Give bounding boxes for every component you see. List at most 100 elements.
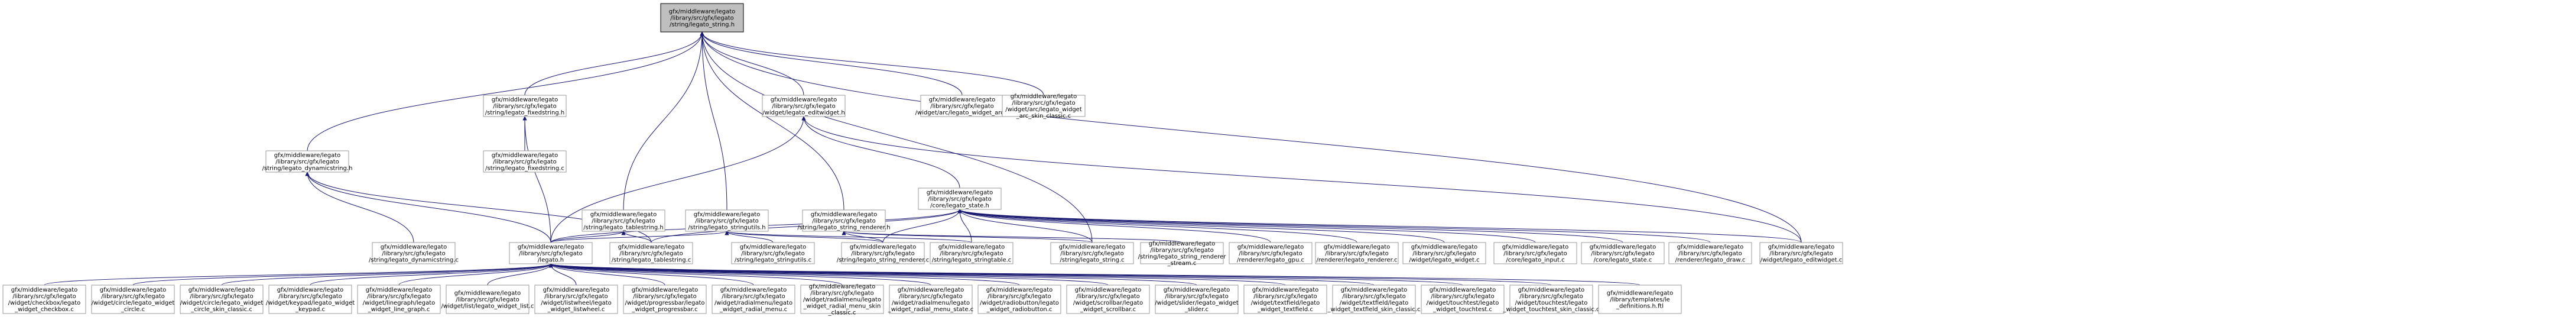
node-label-line: gfx/middleware/legato xyxy=(1607,290,1673,297)
node-renderer_c[interactable]: gfx/middleware/legato/library/src/gfx/le… xyxy=(1315,242,1399,264)
node-box xyxy=(1598,285,1682,314)
node-radiobutton_c[interactable]: gfx/middleware/legato/library/src/gfx/le… xyxy=(977,285,1061,314)
edge-string_renderer_c-to-state_h xyxy=(882,209,962,243)
node-box xyxy=(623,285,707,314)
node-widget_arc_c[interactable]: gfx/middleware/legato/library/src/gfx/le… xyxy=(915,95,1009,117)
edge-tablestring_h-to-root xyxy=(623,31,704,211)
node-label-line: /widget/radiobutton/legato xyxy=(980,300,1059,306)
node-stringtable_c[interactable]: gfx/middleware/legato/library/src/gfx/le… xyxy=(930,242,1013,264)
node-box xyxy=(1229,242,1313,264)
edge-legato_h-to-editwidget_h xyxy=(550,116,806,243)
node-touchtest_c[interactable]: gfx/middleware/legato/library/src/gfx/le… xyxy=(1421,285,1505,314)
node-editwidget_c[interactable]: gfx/middleware/legato/library/src/gfx/le… xyxy=(1759,242,1843,264)
node-label-line: /widget/textfield/legato xyxy=(1340,300,1409,306)
edge-string_c-to-state_h xyxy=(957,209,1093,243)
node-label-line: /library/src/gfx/legato xyxy=(633,293,696,300)
edge-dynamicstring_h-to-root xyxy=(307,31,704,151)
node-label-line: /core/legato_input.c xyxy=(1506,257,1564,264)
node-string_c[interactable]: gfx/middleware/legato/library/src/gfx/le… xyxy=(1050,242,1134,264)
node-label-line: /widget/arc/legato_widget_arc.c xyxy=(915,110,1009,117)
node-label-line: /string/legato_stringtable.c xyxy=(932,257,1012,264)
edge-editwidget_c-to-root xyxy=(700,31,1802,243)
node-linegraph_c[interactable]: gfx/middleware/legato/library/src/gfx/le… xyxy=(357,285,441,314)
node-label-line: /library/src/gfx/legato xyxy=(772,104,835,110)
node-slider_c[interactable]: gfx/middleware/legato/library/src/gfx/le… xyxy=(1155,285,1239,314)
node-label-line: /library/src/gfx/legato xyxy=(1519,293,1583,300)
node-label-line: /legato.h xyxy=(538,257,564,264)
node-box xyxy=(534,285,618,314)
node-root[interactable]: gfx/middleware/legato/library/src/gfx/le… xyxy=(660,3,744,33)
node-string_renderer_c[interactable]: gfx/middleware/legato/library/src/gfx/le… xyxy=(837,242,929,264)
edge-textfield_skin_c-to-legato_h xyxy=(548,263,1375,286)
node-stringutils_c[interactable]: gfx/middleware/legato/library/src/gfx/le… xyxy=(731,242,815,264)
node-label-line: /library/src/gfx/legato xyxy=(619,251,683,257)
node-radialmenu_skin_c[interactable]: gfx/middleware/legato/library/src/gfx/le… xyxy=(800,284,884,316)
node-box xyxy=(582,209,665,232)
node-label-line: /library/src/gfx/legato xyxy=(456,297,519,303)
node-scrollbar_c[interactable]: gfx/middleware/legato/library/src/gfx/le… xyxy=(1066,285,1150,314)
node-label-line: gfx/middleware/legato xyxy=(543,287,609,293)
node-radialmenu_c[interactable]: gfx/middleware/legato/library/src/gfx/le… xyxy=(712,285,795,314)
node-label-line: /string/legato_string_renderer.h xyxy=(797,225,890,231)
node-label-line: /core/legato_state.h xyxy=(930,203,989,209)
edge-stringutils_h-to-root xyxy=(700,31,727,211)
node-editwidget_h[interactable]: gfx/middleware/legato/library/src/gfx/le… xyxy=(762,95,846,117)
node-dynamicstring_h[interactable]: gfx/middleware/legato/library/src/gfx/le… xyxy=(262,150,353,173)
node-input_c[interactable]: gfx/middleware/legato/library/src/gfx/le… xyxy=(1493,242,1577,264)
node-box xyxy=(1066,285,1150,314)
node-tablestring_c[interactable]: gfx/middleware/legato/library/src/gfx/le… xyxy=(609,242,693,264)
node-label-line: /library/src/gfx/legato xyxy=(851,251,914,257)
node-textfield_skin_c[interactable]: gfx/middleware/legato/library/src/gfx/le… xyxy=(1327,285,1421,314)
node-label-line: _widget_textfield_skin_classic.c xyxy=(1327,306,1421,313)
node-keypad_c[interactable]: gfx/middleware/legato/library/src/gfx/le… xyxy=(266,285,355,314)
node-touchtest_skin_c[interactable]: gfx/middleware/legato/library/src/gfx/le… xyxy=(1502,285,1600,314)
node-gpu_c[interactable]: gfx/middleware/legato/library/src/gfx/le… xyxy=(1229,242,1313,264)
node-dynamicstring_c[interactable]: gfx/middleware/legato/library/src/gfx/le… xyxy=(369,242,459,264)
node-label-line: gfx/middleware/legato xyxy=(1518,287,1584,293)
node-radialmenu_state_c[interactable]: gfx/middleware/legato/library/src/gfx/le… xyxy=(888,285,974,314)
node-widget_c[interactable]: gfx/middleware/legato/library/src/gfx/le… xyxy=(1402,242,1486,264)
node-label-line: gfx/middleware/legato xyxy=(927,190,993,196)
node-draw_c[interactable]: gfx/middleware/legato/library/src/gfx/le… xyxy=(1668,242,1752,264)
node-fixedstring_h[interactable]: gfx/middleware/legato/library/src/gfx/le… xyxy=(483,95,567,117)
node-label-line: /widget/listwheel/legato xyxy=(541,300,612,306)
node-label-line: /library/src/gfx/legato xyxy=(382,251,445,257)
edge-string_c-to-string_renderer_h xyxy=(842,231,1093,243)
edge-radialmenu_c-to-legato_h xyxy=(548,263,754,286)
edge-radialmenu_skin_c-to-legato_h xyxy=(548,263,843,286)
edge-string_renderer_c-to-stringutils_h xyxy=(725,231,883,243)
node-checkbox_c[interactable]: gfx/middleware/legato/library/src/gfx/le… xyxy=(2,285,86,314)
node-label-line: /library/src/gfx/legato xyxy=(493,104,556,110)
node-circle_skin_c[interactable]: gfx/middleware/legato/library/src/gfx/le… xyxy=(180,285,264,314)
node-renderer_stream_c[interactable]: gfx/middleware/legato/library/src/gfx/le… xyxy=(1138,241,1227,267)
node-label-line: gfx/middleware/legato xyxy=(1411,244,1477,251)
node-definitions_h[interactable]: gfx/middleware/legato/library/templates/… xyxy=(1598,285,1682,314)
node-circle_c[interactable]: gfx/middleware/legato/library/src/gfx/le… xyxy=(91,285,175,314)
node-box xyxy=(1581,242,1665,264)
node-fixedstring_c[interactable]: gfx/middleware/legato/library/src/gfx/le… xyxy=(483,150,567,173)
node-legato_h[interactable]: gfx/middleware/legato/library/src/gfx/le… xyxy=(509,242,593,264)
node-label-line: gfx/middleware/legato xyxy=(1059,244,1125,251)
node-tablestring_h[interactable]: gfx/middleware/legato/library/src/gfx/le… xyxy=(582,209,665,232)
node-box xyxy=(483,150,567,173)
node-label-line: /widget/slider/legato_widget xyxy=(1155,300,1238,306)
node-label-line: gfx/middleware/legato xyxy=(618,244,684,251)
node-state_h[interactable]: gfx/middleware/legato/library/src/gfx/le… xyxy=(918,188,1002,210)
node-list_c[interactable]: gfx/middleware/legato/library/src/gfx/le… xyxy=(441,285,534,314)
node-label-line: /string/legato_string_renderer.c xyxy=(837,257,929,264)
node-textfield_c[interactable]: gfx/middleware/legato/library/src/gfx/le… xyxy=(1243,285,1327,314)
node-progressbar_c[interactable]: gfx/middleware/legato/library/src/gfx/le… xyxy=(623,285,707,314)
node-state_c[interactable]: gfx/middleware/legato/library/src/gfx/le… xyxy=(1581,242,1665,264)
node-label-line: _widget_checkbox.c xyxy=(14,306,74,313)
node-stringutils_h[interactable]: gfx/middleware/legato/library/src/gfx/le… xyxy=(685,209,769,232)
edge-slider_c-to-legato_h xyxy=(548,263,1197,286)
node-label-line: _circle.c xyxy=(121,306,145,313)
edge-legato_h-to-fixedstring_h xyxy=(522,116,551,243)
edge-progressbar_c-to-legato_h xyxy=(548,263,665,286)
node-string_renderer_h[interactable]: gfx/middleware/legato/library/src/gfx/le… xyxy=(797,209,891,232)
node-widget_arc_skin_c[interactable]: gfx/middleware/legato/library/src/gfx/le… xyxy=(1002,93,1086,119)
edge-legato_h-to-dynamicstring_h xyxy=(305,172,551,243)
node-listwheel_c[interactable]: gfx/middleware/legato/library/src/gfx/le… xyxy=(534,285,618,314)
node-label-line: _widget_radiobutton.c xyxy=(986,306,1053,313)
node-label-line: gfx/middleware/legato xyxy=(720,287,787,293)
